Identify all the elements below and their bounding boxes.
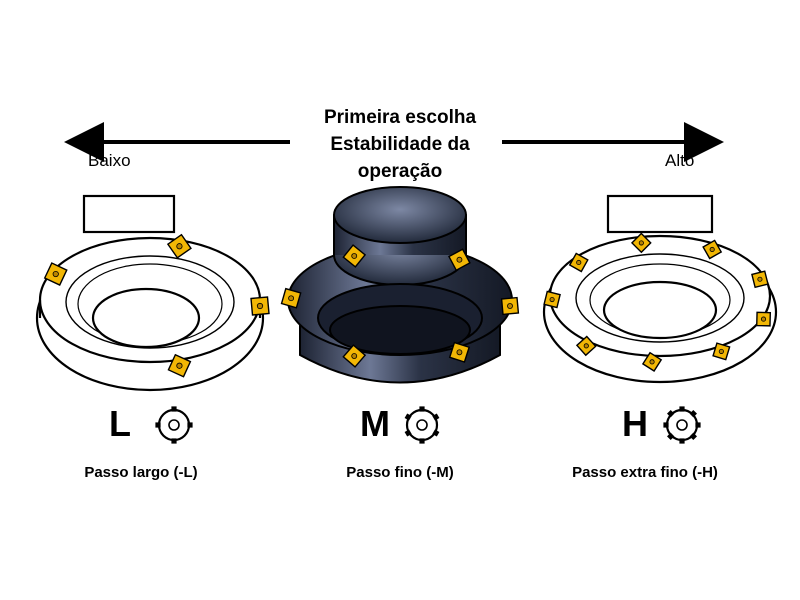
- pitch-symbol-icon-m: [404, 406, 440, 444]
- pitch-symbol-icon-h: [663, 406, 701, 444]
- pitch-notch: [667, 410, 675, 418]
- cutter-m-illustration: [287, 186, 513, 384]
- caption-fine-pitch: Passo fino (-M): [346, 464, 454, 481]
- cutter-m-inserts: [280, 244, 520, 368]
- pitch-notch: [419, 438, 425, 444]
- caption-extra-fine-pitch: Passo extra fino (-H): [572, 464, 718, 481]
- pitch-notch: [419, 406, 425, 412]
- pitch-notch: [695, 422, 701, 428]
- pitch-notch: [432, 413, 440, 421]
- axis-high-label: Alto: [665, 151, 695, 170]
- title-line-1: Primeira escolha: [323, 107, 477, 128]
- cutter-l-inserts: [43, 233, 270, 378]
- title-line-2: Estabilidade da: [330, 134, 470, 155]
- pitch-notch: [404, 413, 412, 421]
- pitch-notch: [404, 429, 412, 437]
- pitch-notch: [663, 422, 669, 428]
- axis-low-label: Baixo: [88, 151, 131, 170]
- cutter-l-illustration: [35, 194, 265, 392]
- pitch-notch: [171, 438, 177, 444]
- pitch-symbol-icon-l: [155, 406, 193, 444]
- cutter-h-inserts: [543, 232, 772, 372]
- diagram-title: Primeira escolha Estabilidade da operaçã…: [250, 104, 550, 185]
- pitch-notch: [679, 438, 685, 444]
- pitch-letter-m: M: [360, 403, 390, 444]
- pitch-letter-l: L: [109, 403, 131, 444]
- pitch-notch: [689, 432, 697, 440]
- cutter-h-illustration: [542, 194, 778, 384]
- pitch-notch: [155, 422, 161, 428]
- pitch-notch: [171, 406, 177, 412]
- title-line-3: operação: [357, 161, 443, 182]
- pitch-notch: [187, 422, 193, 428]
- pitch-notch: [667, 432, 675, 440]
- caption-wide-pitch: Passo largo (-L): [84, 464, 198, 481]
- pitch-notch: [689, 410, 697, 418]
- pitch-notch: [432, 429, 440, 437]
- pitch-letter-h: H: [622, 403, 648, 444]
- pitch-notch: [679, 406, 685, 412]
